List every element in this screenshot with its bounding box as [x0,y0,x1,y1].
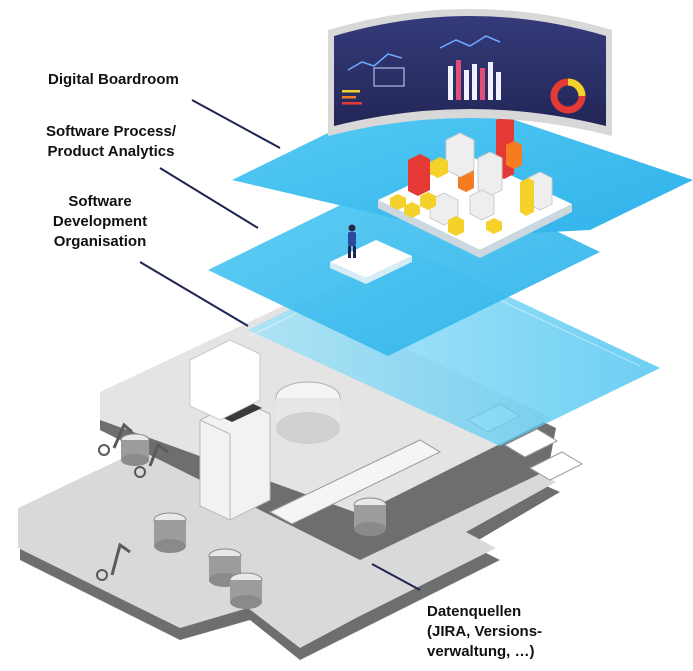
label-digital-boardroom-text: Digital Boardroom [48,71,179,88]
screen-text-lines [342,90,362,105]
bar-block-yellow [390,157,534,236]
label-sources-line-1: Datenquellen [427,603,522,620]
database-cylinder [120,433,150,466]
label-sources-line-2: (JIRA, Versions- [427,623,543,640]
label-data-sources: Datenquellen (JIRA, Versions- verwaltung… [427,602,542,662]
screen-line-chart [347,35,501,71]
data-sources-layer [18,298,584,660]
conveyor-belt [268,439,442,525]
screen-bar-chart [448,60,501,100]
database-cylinder [153,512,187,553]
leader-line-boardroom [191,99,281,149]
leader-line-sources [371,563,421,591]
tablet-pad [330,240,412,278]
bar-block-red [408,154,430,196]
screen-widget [373,67,405,87]
label-organisation-line-3: Organisation [53,233,147,250]
digital-boardroom-layer [232,9,693,258]
leader-lines [139,99,421,591]
label-analytics-line-1: Software Process/ [45,123,177,140]
label-software-process-analytics: Software Process/ Product Analytics [36,122,186,162]
rotating-machine [275,381,341,444]
leader-line-analytics [159,167,259,229]
screen-donut-chart [550,78,586,114]
server-tower [189,339,271,521]
robot-arm-icon [98,422,133,456]
robot-arm-icon [134,442,169,478]
leader-line-organisation [139,261,249,327]
label-analytics-line-2: Product Analytics [47,143,175,160]
label-digital-boardroom: Digital Boardroom [48,70,179,90]
label-software-development-organisation: Software Development Organisation [40,192,160,252]
robot-arm-icon [96,542,131,581]
database-cylinder [229,572,263,609]
label-organisation-line-1: Software [68,193,132,210]
label-organisation-line-2: Development [52,213,148,230]
database-cylinder [353,497,387,536]
person-icon [348,224,356,258]
label-sources-line-3: verwaltung, …) [427,643,535,660]
boardroom-screen [328,9,612,136]
